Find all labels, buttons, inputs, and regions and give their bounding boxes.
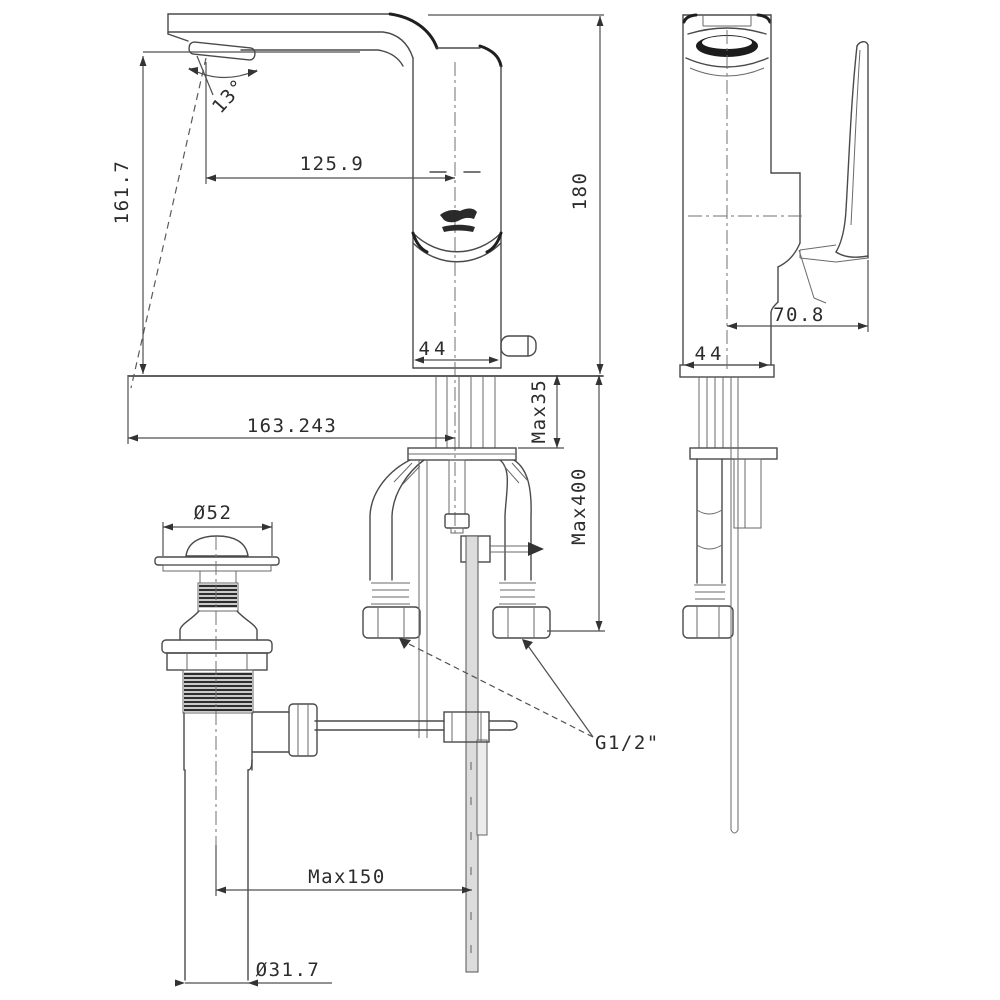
stream-projection-line (130, 57, 207, 389)
dim-total-reach (127, 377, 455, 444)
dim-spout-reach (205, 62, 455, 184)
rod-port-nut (288, 703, 318, 757)
label-width-side: 44 (695, 343, 726, 365)
lower-thread (182, 669, 254, 714)
dim-width-side (684, 361, 769, 369)
label-hose-max: Max400 (568, 467, 590, 545)
dim-overall-height (428, 14, 604, 374)
drain-washer (161, 639, 273, 654)
label-deck-max: Max35 (528, 379, 550, 444)
spout-and-handle (167, 12, 439, 67)
lift-rod-knob (500, 335, 537, 357)
label-spout-reach: 125.9 (300, 153, 365, 175)
label-rod-max: Max150 (308, 866, 386, 888)
aerator (188, 41, 256, 61)
side-mounting-plate (689, 447, 778, 460)
popup-cap (185, 535, 249, 557)
side-hose-nut (682, 605, 734, 639)
label-base-width-front: 44 (419, 338, 450, 360)
drain-bell (179, 610, 258, 641)
supply-shank (435, 377, 496, 448)
side-hose (682, 458, 734, 639)
label-total-reach: 163.243 (247, 415, 338, 437)
label-flange-dia: Ø52 (194, 502, 233, 524)
label-pipe-dia: Ø31.7 (256, 959, 321, 981)
label-spout-angle: 13° (208, 74, 250, 118)
drain-flange (154, 556, 280, 566)
mounting-plate (407, 447, 517, 461)
side-aerator (685, 27, 769, 77)
dim-deck-max (518, 375, 564, 449)
hose-nut-left (362, 606, 421, 639)
supply-hose-left (362, 459, 425, 639)
side-body (682, 13, 837, 366)
drain-elbow-body (183, 703, 318, 771)
label-spout-height: 161.7 (111, 160, 133, 225)
dim-depth-side (727, 260, 869, 332)
side-view (679, 13, 869, 834)
dim-base-width-front (414, 356, 499, 364)
label-depth-side: 70.8 (773, 304, 825, 326)
side-shank (698, 377, 724, 448)
side-bracket (733, 458, 762, 529)
popup-horizontal-rod (314, 720, 445, 731)
side-lift-rod (730, 377, 739, 834)
front-view (127, 12, 604, 973)
dim-flange-dia (162, 522, 273, 556)
dim-hose-max (547, 375, 605, 632)
drain-assembly (154, 535, 318, 981)
drain-locknut (166, 652, 268, 671)
supply-hose-right (492, 459, 551, 639)
hose-nut-right (492, 606, 551, 639)
dim-pipe-dia (175, 979, 332, 987)
american-standard-logo-icon (440, 208, 477, 232)
dim-rod-max (215, 845, 472, 896)
label-thread-size: G1/2" (595, 732, 660, 754)
thread-leaders (399, 638, 594, 738)
popup-strap (465, 535, 479, 973)
drain-tailpipe (184, 769, 249, 981)
dim-spout-height (139, 51, 360, 374)
side-handle (799, 41, 869, 263)
popup-linkage (314, 460, 544, 973)
angle-indicator (188, 55, 258, 96)
faucet-body (411, 44, 503, 535)
upper-thread (197, 582, 239, 612)
mounting-stud (444, 459, 470, 534)
label-overall-height: 180 (569, 172, 591, 211)
clevis (443, 711, 490, 743)
dimensions (127, 14, 869, 987)
